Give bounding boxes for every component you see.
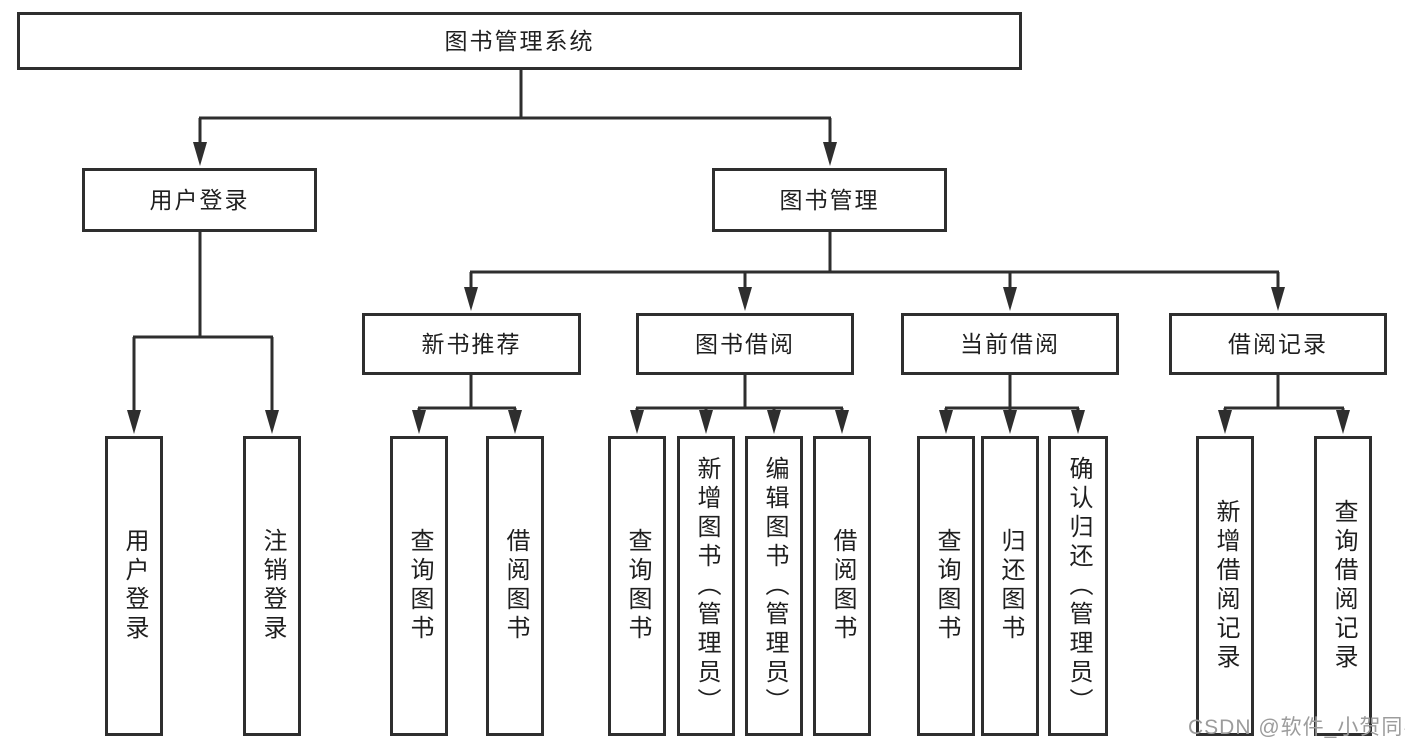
leaf-add-borrow-record: 新增借阅记录 — [1196, 436, 1254, 736]
leaf-label: 新增借阅记录 — [1212, 499, 1239, 673]
leaf-label: 新增图书（管理员） — [693, 455, 720, 717]
leaf-logout: 注销登录 — [243, 436, 301, 736]
leaf-label: 查询借阅记录 — [1330, 499, 1357, 673]
leaf-add-book-admin: 新增图书（管理员） — [677, 436, 735, 736]
leaf-query-book-rec: 查询图书 — [390, 436, 448, 736]
node-borrow-record: 借阅记录 — [1169, 313, 1387, 375]
leaf-query-book-borrow: 查询图书 — [608, 436, 666, 736]
leaf-confirm-return-admin: 确认归还（管理员） — [1048, 436, 1108, 736]
leaf-label: 归还图书 — [997, 528, 1024, 644]
node-book-mgmt: 图书管理 — [712, 168, 947, 232]
leaf-label: 查询图书 — [406, 528, 433, 644]
node-current-borrow: 当前借阅 — [901, 313, 1119, 375]
leaf-query-book-current: 查询图书 — [917, 436, 975, 736]
leaf-query-borrow-record: 查询借阅记录 — [1314, 436, 1372, 736]
leaf-label: 查询图书 — [624, 528, 651, 644]
leaf-label: 编辑图书（管理员） — [761, 455, 788, 717]
node-new-book-rec: 新书推荐 — [362, 313, 581, 375]
watermark: CSDN @软件_小贺同学 — [1188, 716, 1405, 739]
leaf-label: 注销登录 — [259, 528, 286, 644]
leaf-label: 用户登录 — [121, 528, 148, 644]
leaf-edit-book-admin: 编辑图书（管理员） — [745, 436, 803, 736]
arrowheads — [127, 142, 1350, 434]
leaf-label: 借阅图书 — [829, 528, 856, 644]
node-root: 图书管理系统 — [17, 12, 1022, 70]
leaf-return-book: 归还图书 — [981, 436, 1039, 736]
leaf-label: 借阅图书 — [502, 528, 529, 644]
node-book-borrow: 图书借阅 — [636, 313, 854, 375]
leaf-borrow-book-rec: 借阅图书 — [486, 436, 544, 736]
node-user-login: 用户登录 — [82, 168, 317, 232]
leaf-borrow-book-borrow: 借阅图书 — [813, 436, 871, 736]
leaf-label: 确认归还（管理员） — [1065, 455, 1092, 717]
leaf-label: 查询图书 — [933, 528, 960, 644]
leaf-user-login: 用户登录 — [105, 436, 163, 736]
